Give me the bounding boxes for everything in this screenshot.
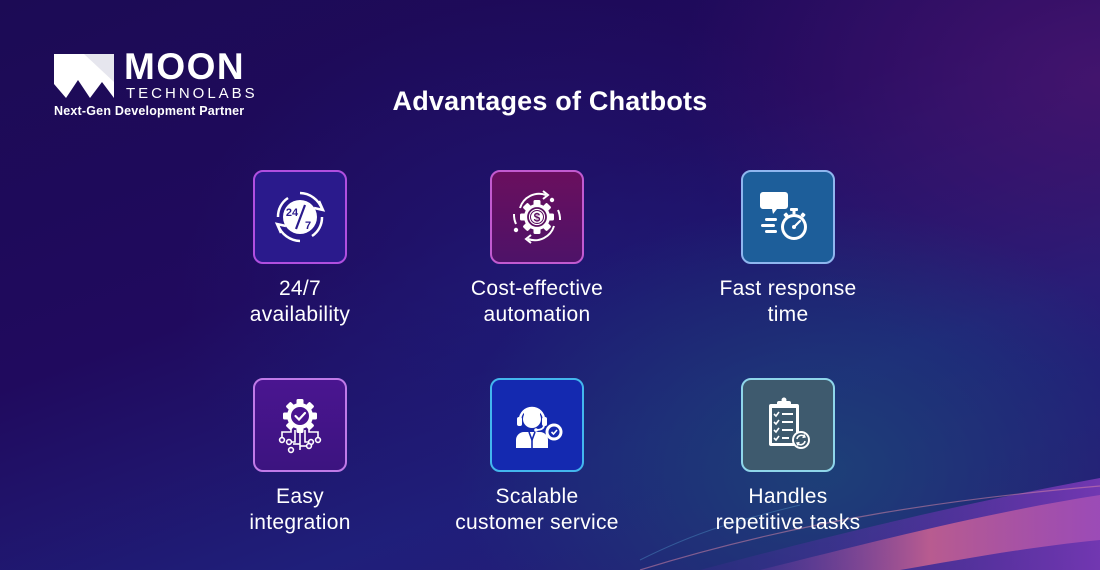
advantage-label: Cost-effective automation <box>470 277 604 326</box>
svg-text:24: 24 <box>286 207 299 219</box>
svg-text:7: 7 <box>305 220 311 232</box>
advantage-card: $ Cost-effective automation <box>447 170 627 328</box>
chat-stopwatch-icon <box>760 192 807 240</box>
advantage-card: Handles repetitive tasks <box>698 378 878 536</box>
clipboard-checklist-refresh-icon <box>769 397 810 449</box>
logo-brand: MOON <box>124 46 246 87</box>
advantage-card: Easy integration <box>210 378 390 536</box>
icon-tile <box>253 378 347 472</box>
company-logo: MOON TECHNOLABS Next-Gen Development Par… <box>54 48 255 122</box>
clock-24-7-icon: 24 7 <box>274 191 326 243</box>
icon-tile: $ <box>490 170 584 264</box>
logo-tagline: Next-Gen Development Partner <box>54 104 245 118</box>
support-agent-icon <box>516 406 563 448</box>
gear-dollar-cycle-icon: $ <box>512 190 562 244</box>
advantage-card: 24 7 24/7 availability <box>210 170 390 328</box>
advantage-label: Handles repetitive tasks <box>715 485 861 534</box>
icon-tile: 24 7 <box>253 170 347 264</box>
advantage-label: Easy integration <box>249 485 351 534</box>
page-title: Advantages of Chatbots <box>392 86 708 116</box>
mountain-logo-icon <box>54 54 114 98</box>
advantage-card: Fast response time <box>698 170 878 328</box>
icon-tile <box>741 378 835 472</box>
advantage-card: Scalable customer service <box>447 378 627 536</box>
svg-text:$: $ <box>534 211 541 225</box>
advantage-label: Scalable customer service <box>455 485 619 534</box>
advantage-label: Fast response time <box>719 277 857 326</box>
gear-check-circuit-icon <box>278 399 322 454</box>
icon-tile <box>490 378 584 472</box>
logo-subbrand: TECHNOLABS <box>126 85 258 102</box>
advantage-label: 24/7 availability <box>249 277 351 326</box>
icon-tile <box>741 170 835 264</box>
